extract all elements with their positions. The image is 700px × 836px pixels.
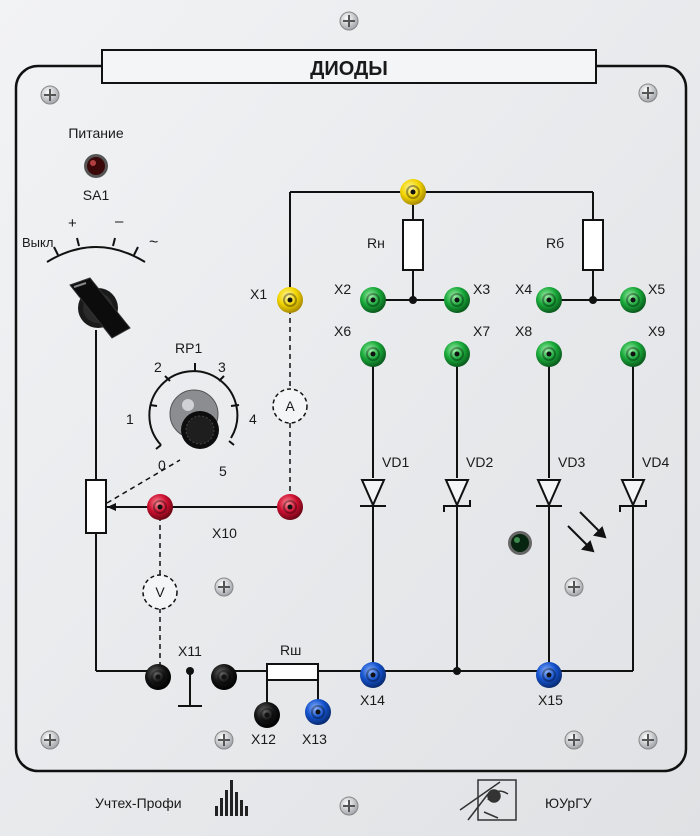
power-indicator-led <box>84 154 108 178</box>
terminal-socket-x8[interactable] <box>536 341 562 367</box>
pot-tick-3: 3 <box>218 359 226 375</box>
terminal-socket-x6[interactable] <box>360 341 386 367</box>
terminal-label-x2: X2 <box>334 281 351 297</box>
terminal-socket-x11b[interactable] <box>211 664 237 690</box>
pot-scale <box>148 363 240 450</box>
brand-right: ЮУрГУ <box>545 795 592 811</box>
screw-icon <box>40 730 60 750</box>
brand-left: Учтех-Профи <box>95 795 182 811</box>
potentiometer-knob[interactable] <box>169 389 219 449</box>
screw-icon <box>638 730 658 750</box>
terminal-label-x4: X4 <box>515 281 532 297</box>
terminal-label-x10: X10 <box>212 525 237 541</box>
power-label: Питание <box>68 125 123 141</box>
green-led <box>508 531 532 555</box>
potentiometer-resistor <box>85 479 107 534</box>
terminal-socket-x10a[interactable] <box>147 494 173 520</box>
resistor-rsh <box>266 663 319 681</box>
terminal-label-x1: X1 <box>250 286 267 302</box>
voltmeter: V <box>142 574 178 610</box>
page-title: ДИОДЫ <box>310 58 388 80</box>
diode-vd3 <box>536 479 562 508</box>
terminal-socket-x0[interactable] <box>400 179 426 205</box>
screw-icon <box>214 730 234 750</box>
diode-label-vd2: VD2 <box>466 454 493 470</box>
diode-label-vd1: VD1 <box>382 454 409 470</box>
switch-minus-label: – <box>115 213 124 230</box>
terminal-socket-x4[interactable] <box>536 287 562 313</box>
diode-vd1 <box>360 479 386 508</box>
switch-off-label: Выкл <box>22 235 53 250</box>
screw-icon <box>339 796 359 816</box>
terminal-socket-x14[interactable] <box>360 662 386 688</box>
ammeter: A <box>272 388 308 424</box>
pot-label: RP1 <box>175 340 202 356</box>
screw-icon <box>564 577 584 597</box>
diode-label-vd4: VD4 <box>642 454 669 470</box>
switch-label: SA1 <box>83 187 110 203</box>
terminal-label-x13: X13 <box>302 731 327 747</box>
title-box <box>101 49 597 84</box>
terminal-socket-x1[interactable] <box>277 287 303 313</box>
terminal-label-x9: X9 <box>648 323 665 339</box>
light-arrows-icon <box>567 511 607 553</box>
terminal-label-x15: X15 <box>538 692 563 708</box>
resistor-rb-label: Rб <box>546 235 564 251</box>
terminal-label-x8: X8 <box>515 323 532 339</box>
terminal-socket-x5[interactable] <box>620 287 646 313</box>
university-emblem-icon <box>459 779 517 821</box>
pot-tick-4: 4 <box>249 411 257 427</box>
ammeter-label: A <box>285 398 295 414</box>
terminal-label-x12: X12 <box>251 731 276 747</box>
pot-tick-2: 2 <box>154 359 162 375</box>
screw-icon <box>339 11 359 31</box>
screw-icon <box>638 83 658 103</box>
resistor-rn <box>402 219 424 271</box>
pot-tick-5: 5 <box>219 463 227 479</box>
terminal-label-x3: X3 <box>473 281 490 297</box>
diode-label-vd3: VD3 <box>558 454 585 470</box>
screw-icon <box>214 577 234 597</box>
switch-plus-label: + <box>68 215 77 232</box>
terminal-socket-x7[interactable] <box>444 341 470 367</box>
screw-icon <box>40 85 60 105</box>
terminal-socket-x10b[interactable] <box>277 494 303 520</box>
terminal-label-x14: X14 <box>360 692 385 708</box>
terminal-label-x11: X11 <box>178 643 202 659</box>
terminal-label-x6: X6 <box>334 323 351 339</box>
switch-ac-label: ~ <box>149 234 158 251</box>
terminal-socket-x13[interactable] <box>305 699 331 725</box>
diode-vd2-zener <box>443 479 471 512</box>
circuit-wiring <box>95 191 634 715</box>
switch-scale <box>46 237 146 263</box>
terminal-label-x7: X7 <box>473 323 490 339</box>
terminal-socket-x9[interactable] <box>620 341 646 367</box>
pot-tick-0: 0 <box>158 457 166 473</box>
terminal-label-x5: X5 <box>648 281 665 297</box>
voltmeter-label: V <box>155 584 165 600</box>
pot-tick-1: 1 <box>126 411 134 427</box>
resistor-rn-label: Rн <box>367 235 385 251</box>
terminal-socket-x11a[interactable] <box>145 664 171 690</box>
terminal-socket-x3[interactable] <box>444 287 470 313</box>
resistor-rb <box>582 219 604 271</box>
mode-switch-knob[interactable] <box>69 277 131 339</box>
screw-icon <box>564 730 584 750</box>
diode-vd4-zener <box>619 479 647 512</box>
resistor-rsh-label: Rш <box>280 642 301 658</box>
terminal-socket-x15[interactable] <box>536 662 562 688</box>
bars-logo-icon <box>215 780 248 816</box>
terminal-socket-x2[interactable] <box>360 287 386 313</box>
terminal-socket-x12[interactable] <box>254 702 280 728</box>
